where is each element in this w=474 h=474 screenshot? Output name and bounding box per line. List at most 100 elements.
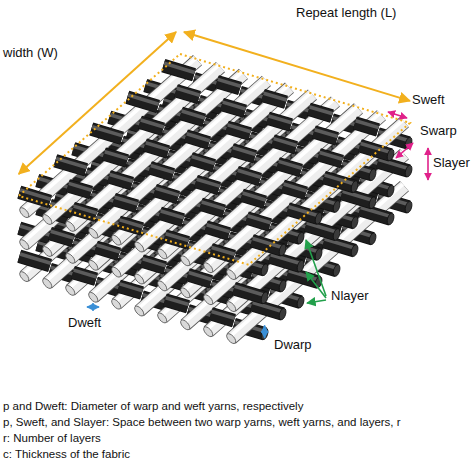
yarn-end — [368, 232, 377, 245]
yarn-highlight — [189, 273, 212, 280]
dimension-label: width (W) — [3, 46, 58, 61]
yarn-highlight — [141, 120, 164, 127]
yarn-highlight — [20, 190, 51, 199]
yarn-end — [386, 184, 395, 197]
yarn-highlight — [74, 270, 97, 277]
yarn-end — [87, 259, 99, 272]
yarn-end — [404, 164, 413, 177]
yarn-highlight — [253, 302, 284, 311]
yarn-end — [278, 243, 287, 256]
yarn-end — [133, 305, 145, 318]
yarn-highlight — [230, 120, 403, 272]
yarn-end — [225, 332, 237, 345]
yarn-end — [278, 307, 287, 320]
yarn-highlight — [218, 79, 241, 86]
leader-line — [307, 300, 326, 303]
yarn-end — [133, 241, 145, 254]
yarn-highlight — [197, 179, 220, 186]
diameter-label: Dwarp — [274, 338, 312, 353]
layer-label: Nlayer — [331, 289, 369, 304]
yarn-highlight — [115, 197, 138, 204]
yarn-end — [332, 264, 341, 277]
yarn-highlight — [310, 107, 333, 114]
yarn-highlight — [212, 247, 235, 254]
yarn-highlight — [361, 207, 392, 216]
yarn-highlight — [279, 161, 302, 168]
yarn-end — [179, 286, 191, 299]
yarn-outline — [231, 122, 404, 274]
yarn-end — [41, 277, 53, 290]
yarn-highlight — [146, 143, 169, 150]
yarn-highlight — [325, 175, 356, 184]
yarn-end — [278, 279, 287, 292]
yarn-end — [296, 296, 305, 309]
legend-note: r: Number of layers — [3, 432, 101, 445]
yarn-highlight — [264, 93, 287, 100]
yarn-end — [133, 273, 145, 286]
leader-line — [306, 240, 326, 296]
yarn-end — [110, 298, 122, 311]
yarn-end — [202, 325, 214, 338]
yarn-highlight — [97, 245, 120, 252]
yarn-highlight — [207, 225, 230, 232]
spacing-label: Swarp — [420, 124, 457, 139]
legend-note: p, Sweft, and Slayer: Space between two … — [3, 416, 401, 429]
yarn-highlight — [161, 211, 184, 218]
yarn-end — [202, 261, 214, 274]
yarn-end — [87, 227, 99, 240]
diameter-arrow — [87, 306, 99, 308]
yarn-end — [368, 196, 377, 209]
yarn-highlight — [274, 139, 297, 146]
yarn-highlight — [325, 239, 356, 248]
yarn-end — [179, 318, 191, 331]
diameter-arrow — [264, 326, 266, 339]
yarn-highlight — [235, 286, 266, 295]
yarn-end — [314, 212, 323, 225]
yarn-end — [314, 248, 323, 261]
yarn-end — [350, 244, 359, 257]
yarn-end — [64, 284, 76, 297]
yarn-highlight — [379, 160, 410, 169]
yarn-end — [41, 213, 53, 226]
yarn-end — [225, 300, 237, 313]
yarn-body — [208, 115, 381, 267]
repeat-unit-outline — [19, 54, 410, 265]
legend-note: p and Dweft: Diameter of warp and weft y… — [3, 400, 303, 413]
yarn-highlight — [143, 259, 166, 266]
yarn-highlight — [289, 207, 320, 216]
yarn-end — [179, 254, 191, 267]
yarn-end — [368, 168, 377, 181]
length-arrow — [184, 32, 410, 101]
yarn-highlight — [307, 223, 338, 232]
yarn-end — [296, 232, 305, 245]
yarn-end — [260, 263, 269, 276]
yarn-highlight — [356, 121, 379, 128]
legend-note: c: Thickness of the fabric — [3, 448, 130, 461]
yarn-end — [156, 279, 168, 292]
yarn-highlight — [69, 183, 92, 190]
yarn-highlight — [253, 238, 284, 247]
weave-group — [18, 58, 413, 345]
yarn-highlight — [228, 125, 251, 132]
yarn-highlight — [269, 116, 292, 123]
yarn-highlight — [284, 184, 307, 191]
yarn-end — [156, 247, 168, 260]
yarn-end — [41, 245, 53, 258]
yarn-highlight — [207, 113, 380, 265]
yarn-end — [18, 206, 30, 219]
yarn-highlight — [151, 165, 174, 172]
yarn-end — [404, 200, 413, 213]
yarn-highlight — [166, 234, 189, 241]
yarn-end — [110, 234, 122, 247]
diameter-label: Dweft — [68, 316, 101, 331]
yarn-end — [18, 238, 30, 251]
yarn-highlight — [164, 63, 195, 72]
spacing-label: Slayer — [433, 156, 470, 171]
yarn-highlight — [233, 148, 256, 155]
spacing-arrow — [396, 143, 413, 158]
yarn-highlight — [212, 311, 235, 318]
yarn-end — [156, 311, 168, 324]
warp-over — [19, 63, 395, 256]
yarn-highlight — [156, 188, 179, 195]
